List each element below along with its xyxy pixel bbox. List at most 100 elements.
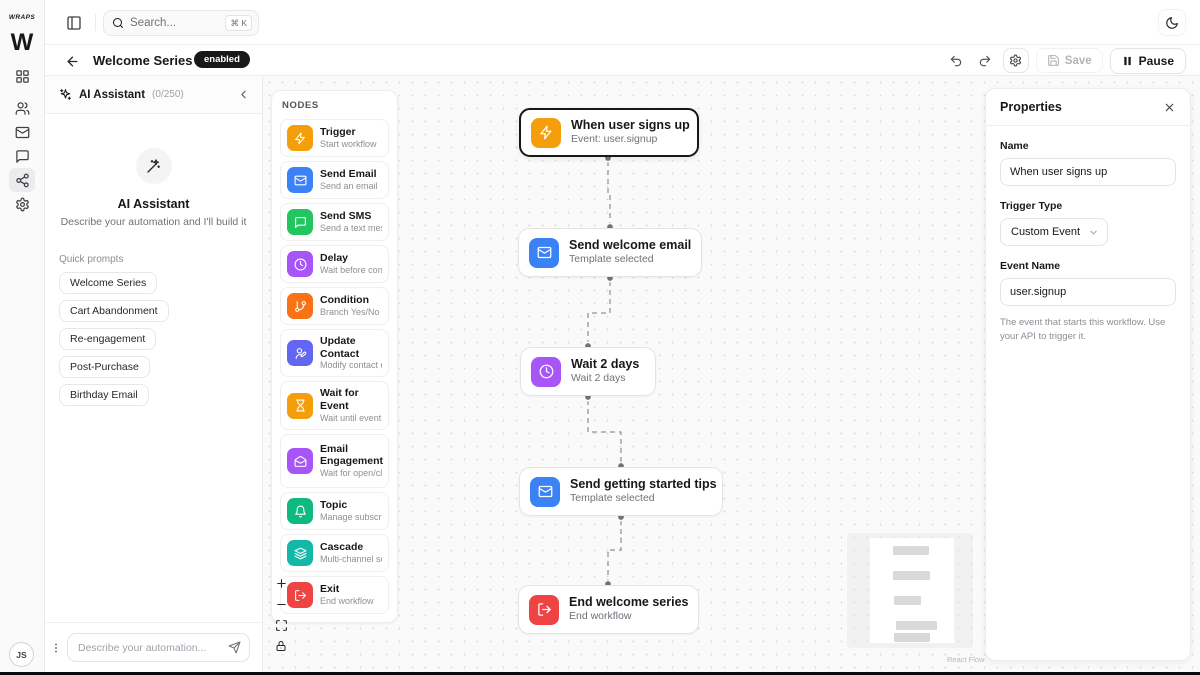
mail-open-icon (287, 448, 313, 475)
divider (95, 14, 96, 31)
minimap-node (896, 621, 937, 630)
save-button[interactable]: Save (1035, 48, 1103, 73)
zoom-out-button[interactable] (271, 596, 291, 612)
mail-icon (287, 167, 313, 193)
sidebar-item-email[interactable] (9, 120, 35, 144)
redo-icon (978, 54, 992, 68)
panel-toggle-button[interactable] (63, 12, 85, 34)
ai-empty-title: AI Assistant (117, 197, 190, 211)
minimap[interactable] (847, 533, 973, 648)
ai-prompt-input[interactable] (78, 641, 228, 654)
sparkles-icon (59, 88, 72, 101)
arrow-left-icon (65, 54, 80, 69)
fit-view-button[interactable] (271, 617, 291, 633)
search-shortcut: ⌘ K (225, 15, 252, 31)
ai-empty-state: AI Assistant Describe your automation an… (45, 114, 262, 228)
message-square-icon (15, 149, 30, 164)
quick-prompt-re-engagement[interactable]: Re-engagement (59, 328, 157, 350)
undo-button[interactable] (945, 50, 967, 72)
page-title: Welcome Series (93, 53, 193, 68)
sidebar-item-automations[interactable] (9, 168, 35, 192)
edge-2 (587, 281, 611, 343)
panel-left-icon (66, 15, 82, 31)
ai-char-counter: (0/250) (152, 89, 184, 100)
bell-icon (287, 498, 313, 525)
name-field-label: Name (1000, 140, 1029, 152)
close-properties-button[interactable] (1160, 98, 1178, 116)
sidebar-item-dashboard[interactable] (9, 64, 35, 88)
mail-icon (530, 476, 560, 507)
back-button[interactable] (62, 51, 82, 71)
properties-panel: Properties Name Trigger Type Custom Even… (985, 88, 1191, 661)
quick-prompt-cart-abandonment[interactable]: Cart Abandonment (59, 300, 169, 322)
dark-mode-toggle[interactable] (1158, 9, 1186, 36)
clock-icon (287, 251, 313, 277)
properties-header: Properties (986, 89, 1190, 126)
redo-button[interactable] (974, 50, 996, 72)
quick-prompt-post-purchase[interactable]: Post-Purchase (59, 356, 150, 378)
palette-title: NODES (282, 100, 319, 111)
close-icon (1163, 101, 1176, 114)
sidebar-item-contacts[interactable] (9, 96, 35, 120)
edge-4 (607, 520, 622, 581)
ai-assistant-panel: AI Assistant (0/250) AI Assistant Descri… (45, 76, 263, 672)
edge-3 (587, 400, 622, 463)
ai-panel-footer (45, 622, 262, 672)
wordmark: WRAPS (8, 14, 36, 21)
sidebar-item-settings[interactable] (9, 192, 35, 216)
trigger-type-label: Trigger Type (1000, 200, 1063, 212)
zoom-in-button[interactable] (271, 575, 291, 591)
user-pen-icon (287, 340, 313, 367)
quick-prompt-welcome-series[interactable]: Welcome Series (59, 272, 158, 294)
more-vertical-icon[interactable] (49, 637, 63, 659)
mail-icon (529, 237, 559, 268)
moon-icon (1165, 16, 1179, 30)
lock-button[interactable] (271, 638, 291, 654)
name-field[interactable] (1000, 158, 1176, 186)
ai-prompt-inputwrap (67, 633, 250, 662)
user-avatar[interactable]: JS (9, 642, 34, 667)
zap-icon (531, 117, 561, 148)
search-placeholder: Search... (130, 17, 177, 29)
edge-1 (607, 161, 611, 224)
ai-panel-header: AI Assistant (0/250) (45, 76, 262, 114)
event-name-field[interactable] (1000, 278, 1176, 306)
search-icon (112, 17, 124, 29)
send-icon[interactable] (228, 641, 241, 654)
quick-prompt-birthday-email[interactable]: Birthday Email (59, 384, 149, 406)
save-icon (1047, 54, 1060, 67)
canvas-controls (271, 575, 291, 654)
git-branch-icon (287, 293, 313, 319)
collapse-panel-button[interactable] (234, 86, 252, 104)
users-icon (15, 101, 30, 116)
workflow-settings-button[interactable] (1002, 48, 1029, 73)
workflow-icon (15, 173, 30, 188)
dashboard-grid-icon (15, 69, 30, 84)
ai-empty-subtitle: Describe your automation and I'll build … (60, 216, 247, 228)
log-out-icon (287, 582, 313, 609)
properties-title: Properties (1000, 100, 1062, 114)
bottom-strip (0, 672, 1200, 675)
search-input[interactable]: Search... ⌘ K (103, 10, 259, 36)
clock-icon (531, 356, 561, 387)
pause-button[interactable]: Pause (1109, 47, 1186, 74)
sidebar-item-messages[interactable] (9, 144, 35, 168)
trigger-type-select[interactable]: Custom Event (1000, 218, 1109, 246)
chevron-down-icon (1088, 227, 1099, 238)
